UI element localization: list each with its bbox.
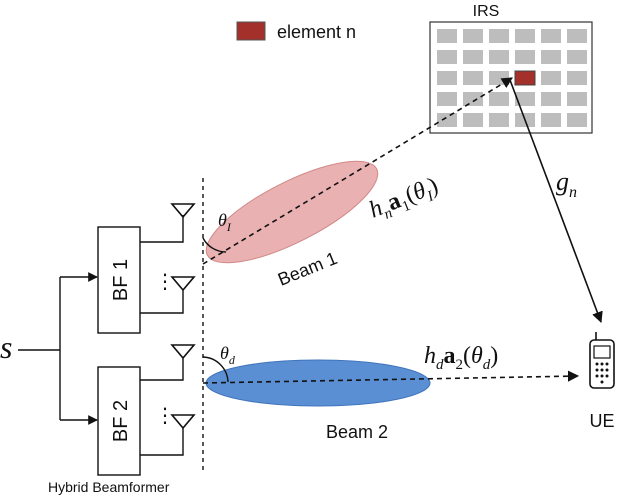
irs-element (541, 50, 561, 64)
beam1-lobe (205, 160, 379, 264)
irs-element (489, 71, 509, 85)
irs-element (515, 50, 535, 64)
beam2-label: Beam 2 (326, 422, 388, 442)
mobile-phone-icon (589, 332, 615, 389)
antenna-icon (170, 203, 196, 219)
antenna-icon (170, 276, 196, 292)
irs-element (541, 71, 561, 85)
beam1-arrow (202, 77, 513, 265)
irs-element (515, 92, 535, 106)
theta-i-arc (202, 237, 227, 253)
irs-element (463, 29, 483, 43)
legend-swatch (236, 21, 266, 41)
bf1-antenna-dots: ⋮ (155, 271, 175, 293)
irs-element (463, 71, 483, 85)
beam2-expression: hda2(θd) (424, 343, 498, 373)
bf2-block (97, 366, 141, 476)
irs-element (541, 29, 561, 43)
irs-element (541, 92, 561, 106)
irs-element (489, 50, 509, 64)
bf1-feed-bottom (140, 290, 184, 314)
irs-element (489, 92, 509, 106)
irs-element (489, 29, 509, 43)
irs-element (437, 50, 457, 64)
bf2-feed-bottom (140, 428, 184, 456)
irs-cell-grid (437, 29, 587, 127)
svg-text:Beam 1: Beam 1 (275, 248, 340, 290)
svg-text:hna1(θI): hna1(θI) (366, 173, 444, 228)
irs-element (437, 113, 457, 127)
irs-element-n (514, 70, 536, 86)
irs-element (463, 92, 483, 106)
antenna-icon (170, 344, 196, 360)
irs-element (437, 92, 457, 106)
bf1-block (97, 226, 141, 334)
antenna-icon (170, 414, 196, 430)
irs-label: IRS (473, 3, 500, 20)
bf2-label: BF 2 (110, 400, 132, 442)
bf2-feed-top (140, 358, 184, 381)
irs-ue-channel-label: gn (556, 167, 577, 201)
beam1-expression: hna1(θI) (366, 173, 444, 228)
source-symbol: s (0, 329, 12, 365)
irs-element (567, 71, 587, 85)
irs-element (567, 50, 587, 64)
bf2-antenna-dots: ⋮ (155, 405, 175, 427)
hybrid-beamformer-label: Hybrid Beamformer (48, 479, 170, 495)
theta-d-label: θd (220, 343, 236, 367)
beam1-label: Beam 1 (275, 248, 340, 290)
irs-element (567, 92, 587, 106)
theta-i-label: θI (218, 210, 232, 234)
irs-element (541, 113, 561, 127)
irs-element (463, 50, 483, 64)
ue-label: UE (589, 411, 614, 431)
irs-element (463, 113, 483, 127)
bf1-feed-top (140, 215, 184, 243)
irs-element (489, 113, 509, 127)
irs-ue-arrow (509, 79, 603, 324)
irs-element (437, 71, 457, 85)
theta-d-arc (202, 356, 229, 383)
irs-element (515, 29, 535, 43)
irs-element (437, 29, 457, 43)
legend-label: element n (277, 22, 356, 42)
irs-element (567, 113, 587, 127)
bf1-label: BF 1 (110, 259, 132, 301)
irs-element (567, 29, 587, 43)
